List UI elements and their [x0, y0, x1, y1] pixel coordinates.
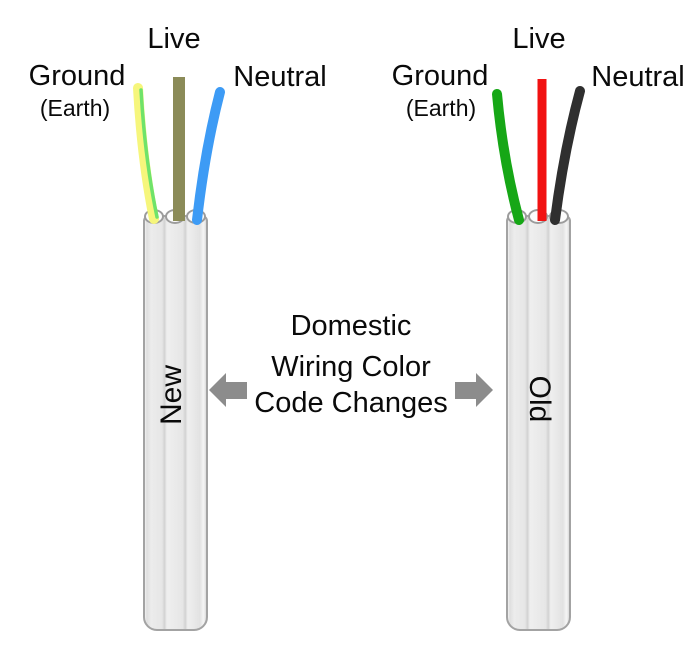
label-old-neutral: Neutral: [591, 61, 685, 93]
cable-old-core-end-neutral: [549, 209, 569, 224]
label-old-ground: Ground: [391, 60, 489, 92]
cable-old-core-end-live: [528, 209, 548, 224]
wire-new-ground-green-stripe: [139, 88, 159, 219]
label-new-earth: (Earth): [39, 95, 111, 121]
wire-old-neutral: [550, 86, 585, 225]
label-old-earth: (Earth): [405, 95, 477, 121]
arrow-right-icon: [455, 373, 493, 407]
diagram-title-line1: Domestic: [290, 310, 412, 342]
label-new-live: Live: [147, 23, 201, 55]
wire-new-ground-yellow: [133, 83, 159, 224]
diagram-title: Domestic Wiring Color Code Changes: [254, 308, 447, 421]
diagram-title-line2: Wiring Color: [271, 351, 431, 383]
wire-old-ground: [492, 89, 524, 225]
label-new-neutral: Neutral: [233, 61, 327, 93]
diagram-title-line3: Code Changes: [254, 387, 448, 419]
cable-new-core-end-ground: [144, 209, 164, 224]
label-old-live: Live: [512, 23, 566, 55]
wire-new-neutral: [192, 87, 225, 225]
cable-old-core-end-ground: [507, 209, 527, 224]
cable-name-new: New: [155, 364, 188, 426]
cable-name-old: Old: [523, 375, 556, 423]
cable-new-core-end-neutral: [186, 209, 206, 224]
label-new-ground: Ground: [28, 60, 126, 92]
cable-old: [506, 209, 571, 631]
cable-new-core-end-live: [165, 209, 185, 224]
arrow-left-icon: [209, 373, 247, 407]
